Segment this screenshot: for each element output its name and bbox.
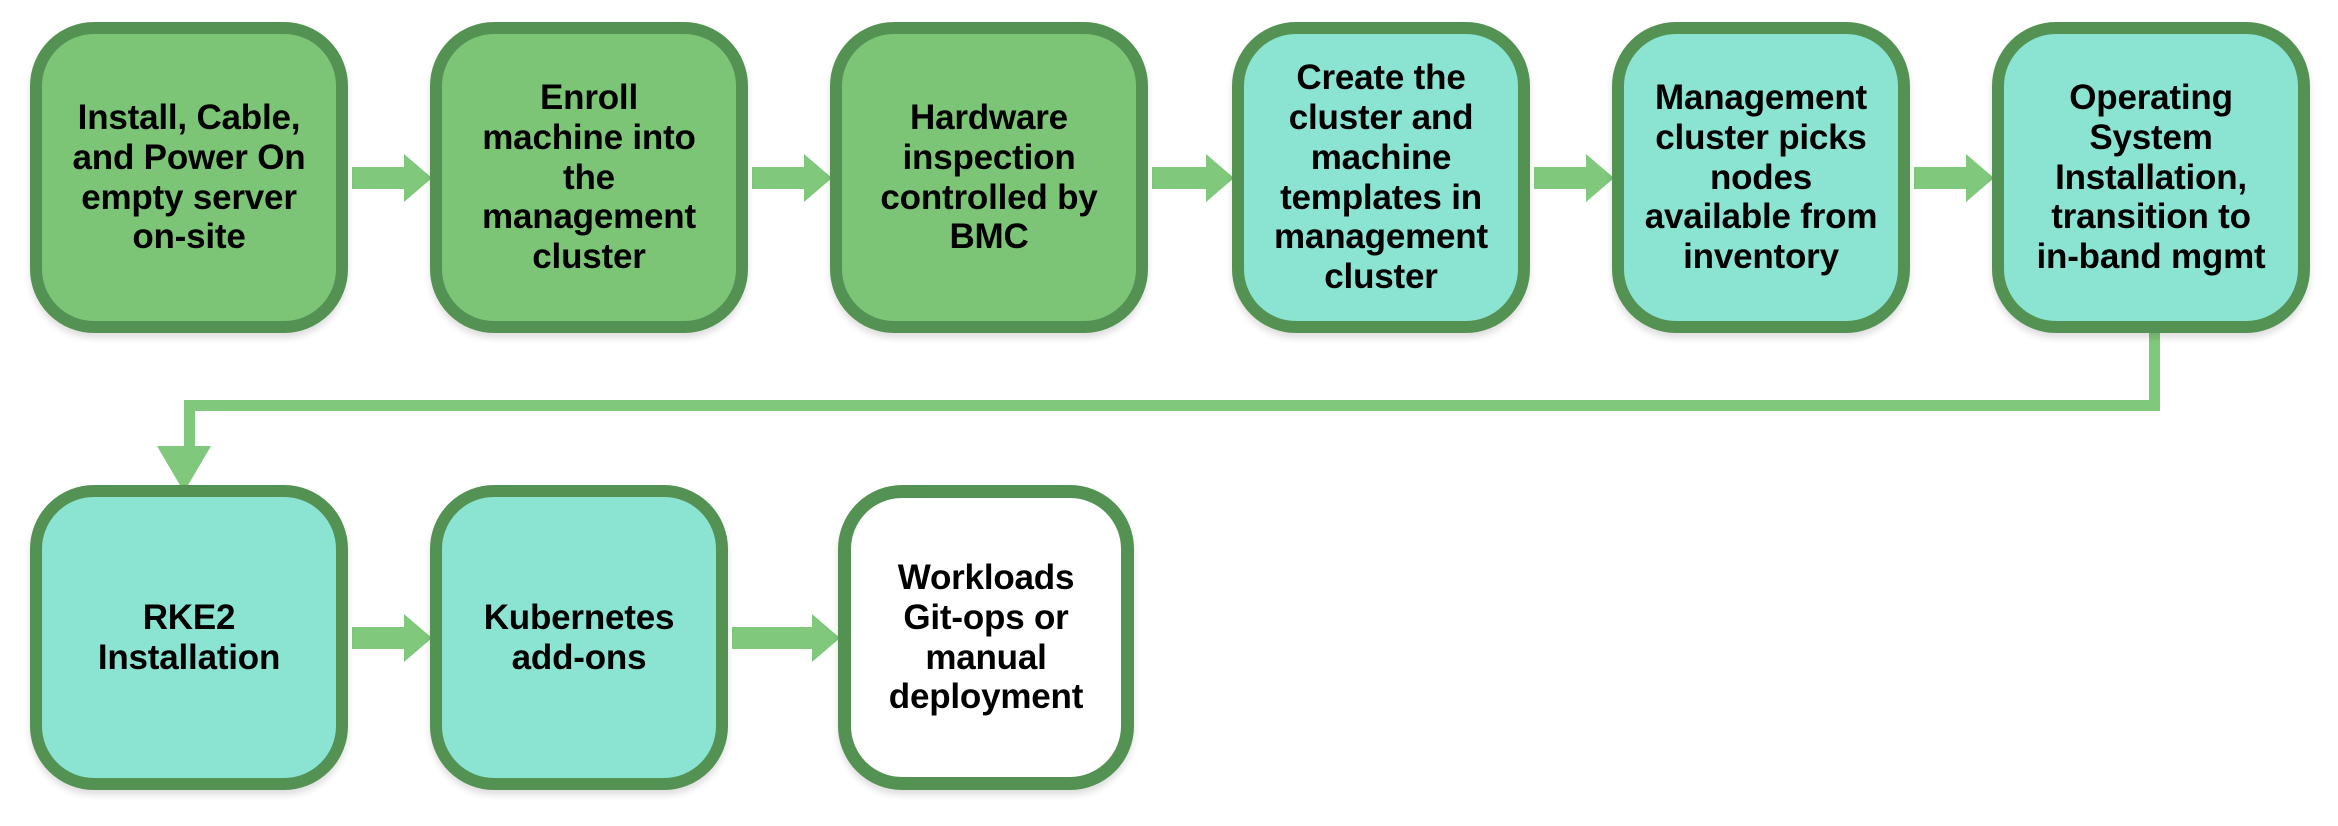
node-mgmt-cluster-picks-nodes[interactable]: Management cluster picks nodes available…	[1612, 22, 1910, 333]
node-workloads-gitops[interactable]: Workloads Git-ops or manual deployment	[838, 485, 1134, 790]
node-kubernetes-addons[interactable]: Kubernetes add-ons	[430, 485, 728, 790]
node-label: Operating System Installation, transitio…	[2036, 77, 2266, 277]
node-create-cluster-templates[interactable]: Create the cluster and machine templates…	[1232, 22, 1530, 333]
arrow-enroll-to-inspection	[752, 154, 832, 202]
node-label: Install, Cable, and Power On empty serve…	[72, 97, 306, 257]
node-label: Workloads Git-ops or manual deployment	[888, 557, 1084, 717]
node-hardware-inspection[interactable]: Hardware inspection controlled by BMC	[830, 22, 1148, 333]
arrow-addons-to-workloads	[732, 614, 840, 662]
arrow-os-to-rke2	[157, 333, 2160, 492]
node-label: Hardware inspection controlled by BMC	[880, 97, 1098, 257]
node-label: RKE2 Installation	[97, 597, 281, 677]
arrow-create-to-picks	[1534, 154, 1614, 202]
node-label: Kubernetes add-ons	[483, 597, 675, 677]
node-label: Create the cluster and machine templates…	[1274, 57, 1488, 297]
arrow-picks-to-os	[1914, 154, 1994, 202]
node-label: Enroll machine into the management clust…	[482, 77, 696, 277]
arrow-rke2-to-addons	[352, 614, 432, 662]
node-install-cable-power-on[interactable]: Install, Cable, and Power On empty serve…	[30, 22, 348, 333]
arrow-inspection-to-create	[1152, 154, 1234, 202]
arrow-install-to-enroll	[352, 154, 432, 202]
node-label: Management cluster picks nodes available…	[1644, 77, 1878, 277]
node-os-installation[interactable]: Operating System Installation, transitio…	[1992, 22, 2310, 333]
node-rke2-installation[interactable]: RKE2 Installation	[30, 485, 348, 790]
node-enroll-machine[interactable]: Enroll machine into the management clust…	[430, 22, 748, 333]
